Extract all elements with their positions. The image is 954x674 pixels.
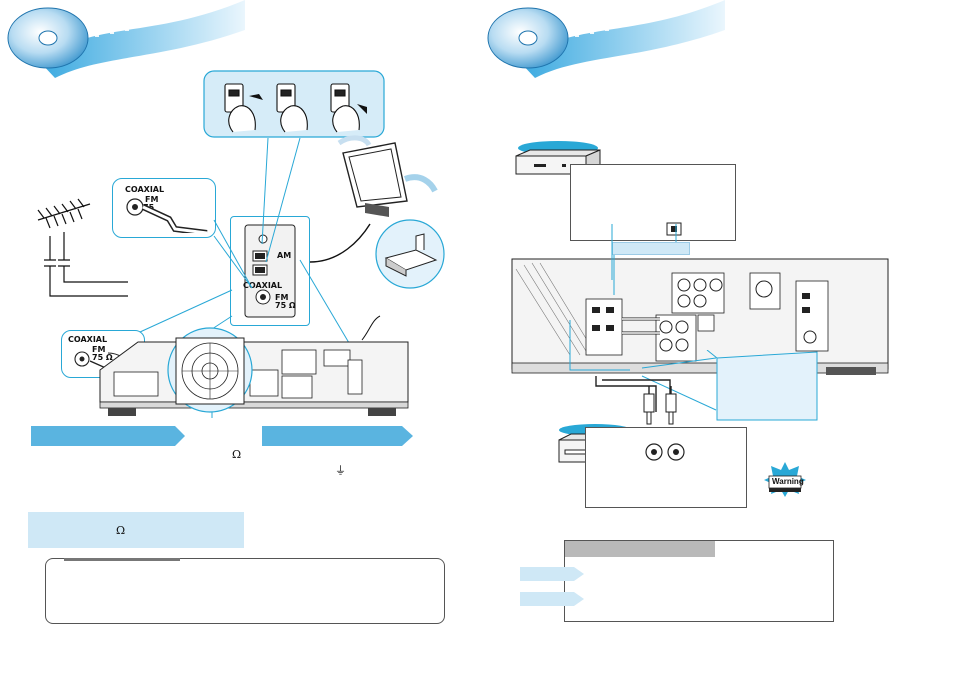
top-device-frame bbox=[570, 164, 736, 241]
antenna-terminal-panel: AM COAXIAL FM 75 Ω bbox=[230, 216, 310, 326]
coaxial-plug-icon bbox=[126, 198, 208, 233]
am-stand-inset bbox=[375, 219, 445, 289]
coaxial-label-lower: COAXIAL bbox=[68, 335, 108, 344]
rca-plugs-icon bbox=[643, 386, 677, 425]
am-loop-antenna-icon bbox=[337, 135, 438, 217]
fm-section-banner bbox=[31, 426, 185, 446]
terminal-ohm-label: 75 Ω bbox=[275, 301, 296, 310]
bottom-device-frame bbox=[585, 427, 747, 508]
warning-label: Warning bbox=[772, 477, 804, 486]
fm-label-lower: FM bbox=[92, 345, 106, 354]
am-ground-symbol: ⏚ bbox=[335, 464, 346, 477]
coaxial-inset-upper: COAXIAL FM 75 bbox=[112, 178, 216, 238]
note-tab-bar bbox=[64, 558, 180, 561]
ohm-label-lower: 75 Ω bbox=[92, 353, 113, 362]
terminal-coaxial-label: COAXIAL bbox=[243, 281, 283, 290]
speaker-callout bbox=[706, 350, 818, 421]
fm-antenna-icon bbox=[37, 198, 128, 297]
am-section-banner bbox=[262, 426, 413, 446]
terminal-fm-label: FM bbox=[275, 293, 289, 302]
note-ohm-symbol: Ω bbox=[116, 524, 126, 537]
fm-label-upper: FM bbox=[145, 195, 159, 204]
info-arrow-tab-1 bbox=[520, 567, 584, 581]
disc-filmstrip-header-left bbox=[7, 0, 245, 78]
rca-jacks-icon bbox=[645, 443, 685, 461]
fm-ohm-symbol: Ω bbox=[232, 448, 242, 461]
info-arrow-tab-2 bbox=[520, 592, 584, 606]
terminal-panel-drawing bbox=[244, 224, 296, 318]
terminal-am-label: AM bbox=[277, 251, 292, 260]
warning-badge: Warning bbox=[763, 460, 807, 498]
note-frame-left bbox=[45, 558, 445, 624]
receiver-rear-panel-left bbox=[99, 327, 409, 416]
info-box-header-bar bbox=[565, 541, 715, 557]
coaxial-label-upper: COAXIAL bbox=[125, 185, 165, 194]
disc-filmstrip-header-right bbox=[487, 0, 725, 78]
fm-ohm-note-box: Ω bbox=[28, 512, 244, 548]
am-clip-inset bbox=[203, 70, 385, 138]
optical-port-icon bbox=[666, 222, 682, 236]
receiver-rear-panel-right bbox=[511, 255, 889, 375]
info-box-right bbox=[564, 540, 834, 622]
warning-burst-icon bbox=[764, 462, 806, 497]
